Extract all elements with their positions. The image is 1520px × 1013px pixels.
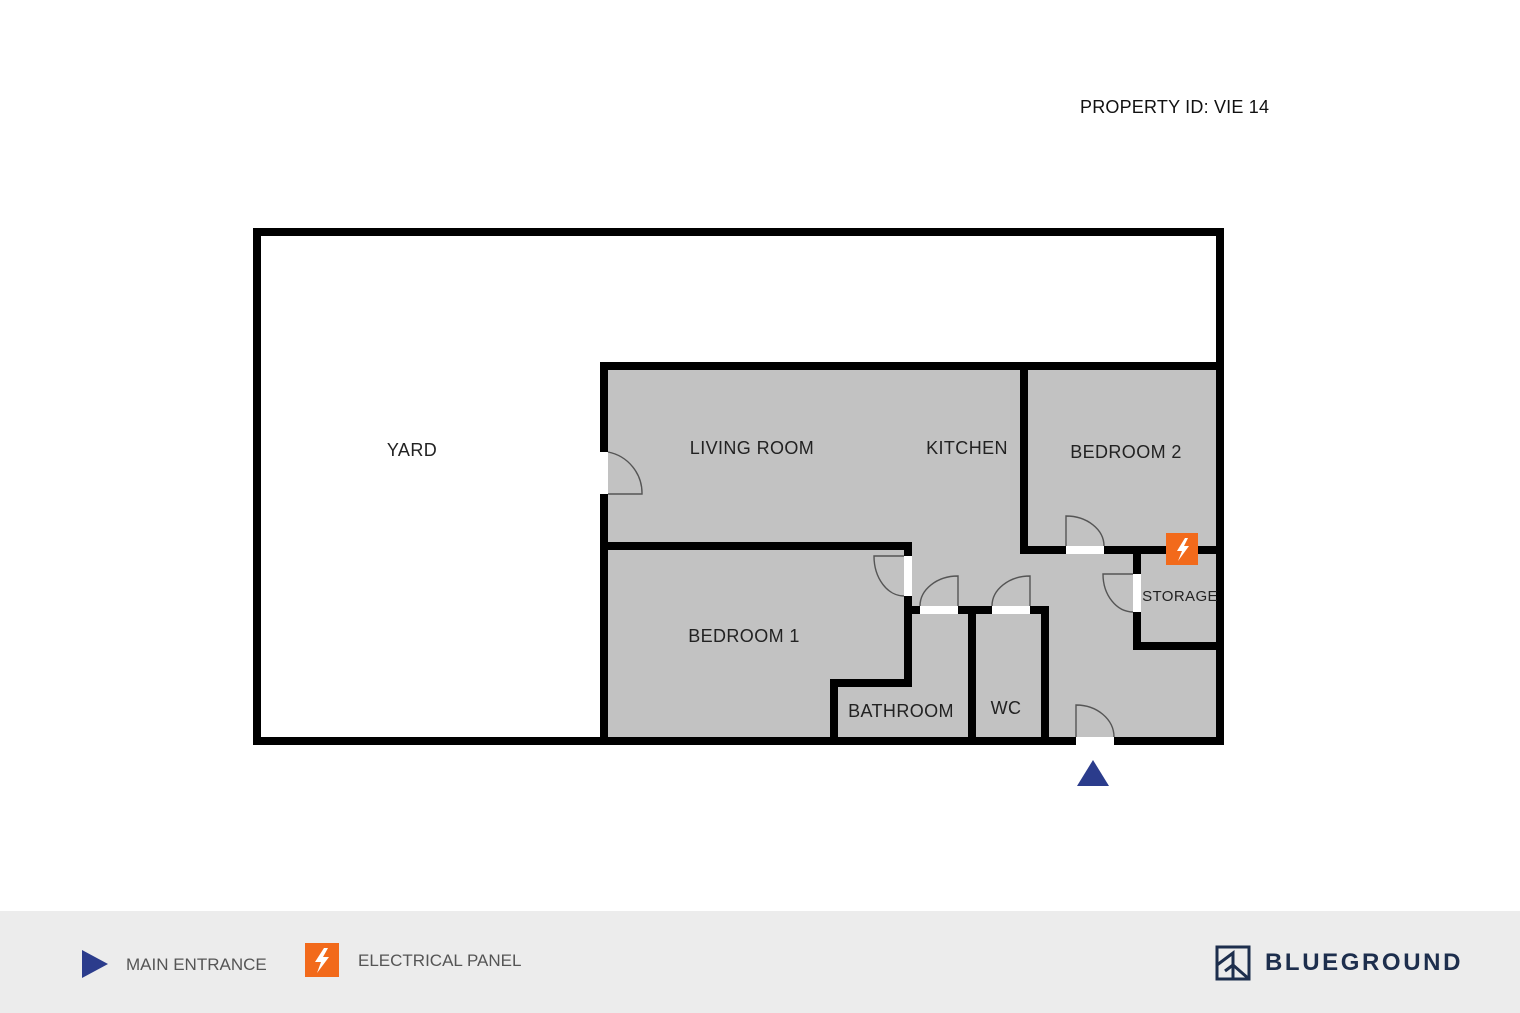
property-id: PROPERTY ID: VIE 14: [1080, 97, 1270, 117]
walls: [253, 228, 1224, 745]
door-opening-bedroom-2: [1066, 546, 1104, 554]
label-wc: WC: [991, 698, 1022, 718]
lightning-bolt-icon: [1177, 538, 1189, 561]
door-opening-wc: [992, 606, 1030, 614]
brand-logo: BLUEGROUND: [1215, 944, 1463, 982]
legend-bar: [0, 911, 1520, 1013]
door-swing-yard: [607, 451, 643, 495]
label-bedroom-2: BEDROOM 2: [1070, 442, 1182, 462]
triangle-icon: [82, 950, 108, 978]
door-opening-bedroom-1: [904, 556, 912, 596]
main-entrance-marker: [1077, 760, 1109, 786]
label-storage: STORAGE: [1142, 588, 1218, 605]
door-swing-storage: [1102, 573, 1134, 613]
legend-main-entrance-label: MAIN ENTRANCE: [126, 955, 267, 974]
label-yard: YARD: [387, 440, 437, 460]
door-swing-main-entrance: [1075, 704, 1115, 738]
door-opening-main-entrance: [1076, 737, 1114, 745]
door-swing-wc: [991, 575, 1031, 607]
label-kitchen: KITCHEN: [926, 438, 1008, 458]
door-opening-bathroom: [920, 606, 958, 614]
label-bathroom: BATHROOM: [848, 701, 954, 721]
room-labels: YARD LIVING ROOM KITCHEN BEDROOM 2 BEDRO…: [387, 438, 1218, 721]
blueground-logo-icon: [1215, 945, 1251, 981]
brand-name: BLUEGROUND: [1265, 949, 1463, 976]
electrical-panel-marker: [1166, 533, 1198, 565]
door-swing-bedroom-2: [1065, 515, 1105, 547]
wc-floor: [972, 610, 1045, 741]
door-openings: [600, 452, 1141, 745]
door-swings: [607, 451, 1134, 738]
label-bedroom-1: BEDROOM 1: [688, 626, 800, 646]
door-swing-bathroom: [919, 575, 959, 607]
bathroom-floor: [834, 610, 972, 741]
door-opening-storage: [1133, 574, 1141, 612]
door-opening-yard: [600, 452, 608, 494]
label-living-room: LIVING ROOM: [690, 438, 814, 458]
lightning-bolt-icon: [305, 943, 339, 977]
legend-electrical-panel-label: ELECTRICAL PANEL: [358, 951, 522, 970]
floor-plan: YARD LIVING ROOM KITCHEN BEDROOM 2 BEDRO…: [253, 228, 1224, 786]
yard-wall: [253, 228, 1224, 745]
door-swing-bedroom-1: [873, 555, 905, 597]
